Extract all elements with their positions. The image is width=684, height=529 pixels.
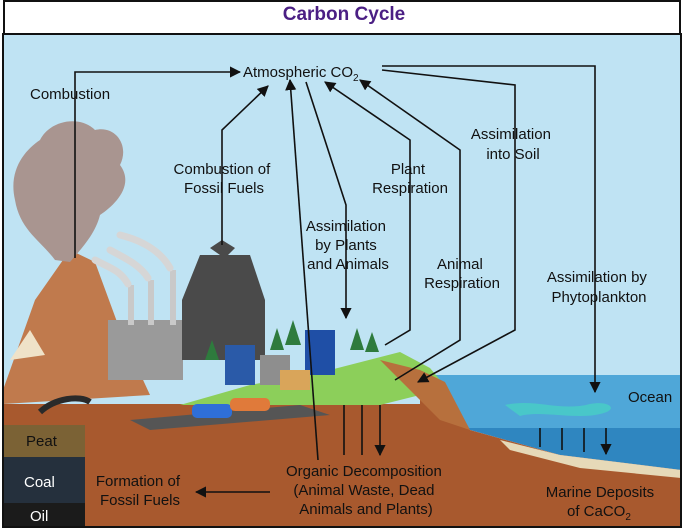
oil-layer <box>3 503 85 527</box>
chimney-smoke <box>91 231 174 288</box>
diagram-title: Carbon Cycle <box>282 4 406 25</box>
arrow-formation-from-layers <box>37 395 92 415</box>
arrow-atmosphere-to-plants <box>305 81 352 320</box>
label-plant-respiration: Plant Respiration <box>372 161 448 197</box>
arrow-fossil-to-atmosphere <box>221 85 269 245</box>
road <box>130 405 330 430</box>
ocean-surface <box>420 375 681 428</box>
factory <box>108 320 183 380</box>
label-coal: Coal <box>24 474 55 491</box>
arrow-combustion-to-atmosphere <box>74 66 242 258</box>
arrows-marine-deposit <box>539 428 606 454</box>
building-1 <box>225 345 255 385</box>
label-formation: Formation of Fossil Fuels <box>96 473 184 509</box>
arrow-assimilation-into-soil <box>381 69 516 383</box>
car-orange <box>230 398 270 411</box>
title-bar: Carbon Cycle <box>3 0 681 34</box>
label-assimilation-phytoplankton: Assimilation by Phytoplankton <box>547 269 651 306</box>
frame-border <box>2 33 682 528</box>
car-blue <box>192 404 232 418</box>
label-animal-respiration: Animal Respiration <box>424 256 500 292</box>
label-decomposition: Organic Decomposition (Animal Waste, Dea… <box>286 463 446 518</box>
factory-chimney-2 <box>148 280 154 325</box>
label-combustion-fossil: Combustion of Fossil Fuels <box>174 161 275 197</box>
label-combustion: Combustion <box>30 86 110 103</box>
label-oil: Oil <box>30 508 48 525</box>
arrows-decomposition-down <box>343 405 380 455</box>
trees <box>205 320 379 360</box>
volcano-snow <box>10 330 45 360</box>
label-assimilation-soil: Assimilation into Soil <box>471 126 555 163</box>
fossil-emission-arrow <box>182 240 265 360</box>
house <box>280 370 310 390</box>
label-marine-deposits: Marine Deposits <box>546 484 654 501</box>
arrow-animal-respiration <box>359 79 461 381</box>
peat-layer <box>3 425 85 457</box>
label-marine-caco2: of CaCO2 <box>567 503 631 523</box>
arrow-decomposition-to-atmosphere <box>285 78 319 461</box>
arrow-plant-respiration <box>324 81 411 346</box>
smoke-plume <box>13 121 126 262</box>
coal-layer <box>3 457 85 503</box>
arrow-assimilation-phytoplankton <box>382 65 601 394</box>
label-atmospheric-co2: Atmospheric CO2 <box>243 64 359 84</box>
label-peat: Peat <box>26 433 58 450</box>
cliff <box>380 360 470 430</box>
factory-chimney-1 <box>128 285 134 325</box>
label-assimilation-plants: Assimilation by Plants and Animals <box>306 218 390 273</box>
label-ocean: Ocean <box>628 389 672 406</box>
factory-chimney-3 <box>170 270 176 325</box>
sea-floor-sand <box>500 440 681 478</box>
phytoplankton <box>505 402 611 416</box>
